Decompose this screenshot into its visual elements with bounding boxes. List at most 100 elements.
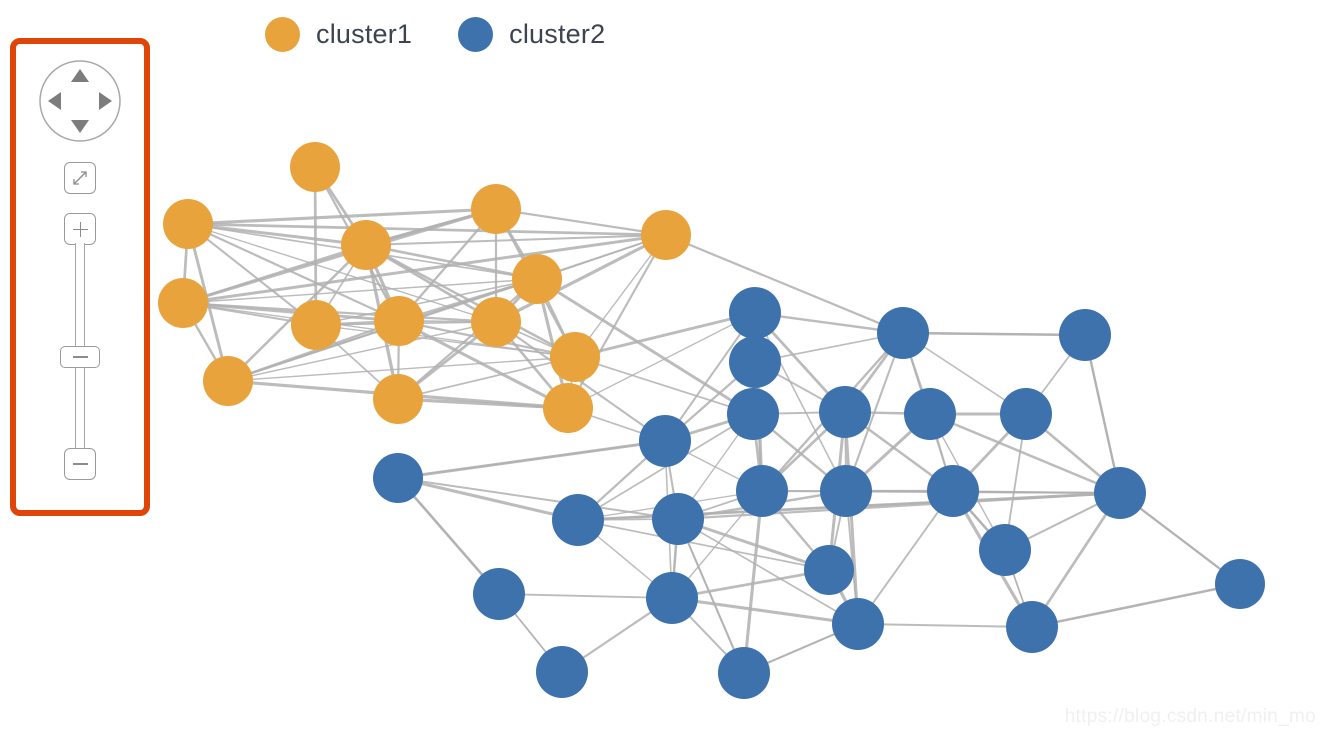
graph-node-cluster2[interactable] bbox=[1059, 309, 1111, 361]
graph-edge bbox=[567, 312, 756, 409]
expand-diagonal-icon bbox=[73, 171, 87, 185]
graph-edge bbox=[1083, 333, 1122, 495]
plus-icon bbox=[72, 221, 88, 237]
graph-node-cluster2[interactable] bbox=[718, 647, 770, 699]
graph-edge bbox=[742, 489, 764, 675]
graph-node-cluster2[interactable] bbox=[804, 545, 854, 595]
graph-node-cluster2[interactable] bbox=[1215, 559, 1265, 609]
graph-node-cluster2[interactable] bbox=[646, 572, 698, 624]
graph-node-cluster2[interactable] bbox=[820, 465, 872, 517]
zoom-out-button[interactable] bbox=[64, 448, 96, 480]
graph-edge bbox=[677, 518, 745, 674]
graph-node-cluster2[interactable] bbox=[1006, 601, 1058, 653]
graph-edge bbox=[396, 476, 580, 522]
graph-node-cluster2[interactable] bbox=[729, 287, 781, 339]
pan-right-icon[interactable] bbox=[99, 92, 112, 110]
circle-icon bbox=[265, 16, 300, 52]
graph-edge bbox=[498, 593, 673, 599]
graph-edge bbox=[663, 311, 757, 443]
graph-node-cluster2[interactable] bbox=[729, 336, 781, 388]
graph-edge bbox=[397, 356, 576, 400]
pan-dpad[interactable] bbox=[37, 58, 123, 144]
graph-edge bbox=[396, 277, 539, 401]
graph-edge bbox=[494, 233, 668, 324]
graph-node-cluster1[interactable] bbox=[341, 220, 391, 270]
graph-node-cluster1[interactable] bbox=[543, 383, 593, 433]
graph-node-cluster1[interactable] bbox=[512, 254, 562, 304]
pan-left-icon[interactable] bbox=[48, 92, 61, 110]
graph-edge bbox=[670, 568, 831, 600]
zoom-slider-handle[interactable] bbox=[60, 346, 100, 368]
pan-down-icon[interactable] bbox=[71, 120, 89, 133]
graph-edge bbox=[857, 623, 1033, 628]
navigation-control-panel[interactable] bbox=[10, 38, 150, 516]
graph-node-cluster2[interactable] bbox=[979, 524, 1031, 576]
watermark-text: https://blog.csdn.net/min_mo bbox=[1064, 706, 1316, 727]
graph-edge bbox=[494, 320, 667, 443]
graph-node-cluster2[interactable] bbox=[373, 453, 423, 503]
graph-edge bbox=[1030, 491, 1122, 629]
circle-icon bbox=[458, 16, 494, 52]
graph-edge bbox=[186, 222, 368, 247]
graph-node-cluster2[interactable] bbox=[1000, 388, 1052, 440]
graph-node-cluster2[interactable] bbox=[652, 493, 704, 545]
graph-node-cluster2[interactable] bbox=[552, 494, 604, 546]
graph-edge bbox=[181, 233, 668, 305]
pan-up-icon[interactable] bbox=[71, 69, 89, 82]
graph-edge bbox=[182, 278, 538, 304]
graph-edge bbox=[574, 356, 754, 415]
graph-edge bbox=[315, 324, 576, 358]
graph-node-cluster1[interactable] bbox=[290, 142, 340, 192]
graph-edge bbox=[677, 518, 859, 625]
legend-label-cluster1: cluster1 bbox=[316, 18, 413, 49]
graph-edge bbox=[857, 490, 954, 625]
graph-edge bbox=[397, 319, 570, 410]
graph-edge bbox=[365, 234, 667, 246]
node-layer[interactable] bbox=[158, 142, 1265, 699]
graph-edge bbox=[573, 311, 757, 359]
graph-node-cluster1[interactable] bbox=[203, 356, 253, 406]
graph-node-cluster2[interactable] bbox=[927, 465, 979, 517]
graph-edge bbox=[535, 277, 755, 416]
graph-node-cluster2[interactable] bbox=[473, 568, 525, 620]
graph-node-cluster2[interactable] bbox=[819, 386, 871, 438]
graph-node-cluster2[interactable] bbox=[877, 307, 929, 359]
zoom-in-button[interactable] bbox=[64, 213, 96, 245]
pan-dpad-ring bbox=[39, 60, 121, 142]
graph-edge bbox=[313, 165, 318, 327]
graph-node-cluster2[interactable] bbox=[1094, 467, 1146, 519]
graph-node-cluster1[interactable] bbox=[641, 210, 691, 260]
graph-node-cluster2[interactable] bbox=[536, 646, 588, 698]
graph-node-cluster1[interactable] bbox=[374, 296, 424, 346]
graph-edge bbox=[396, 397, 570, 410]
graph-edge bbox=[1031, 583, 1241, 628]
fit-to-screen-button[interactable] bbox=[64, 162, 96, 194]
graph-node-cluster1[interactable] bbox=[163, 199, 213, 249]
graph-node-cluster2[interactable] bbox=[639, 415, 691, 467]
graph-edge bbox=[315, 278, 538, 326]
graph-edge bbox=[664, 233, 905, 335]
legend-item-cluster1[interactable]: cluster1 bbox=[265, 16, 413, 52]
graph-edge bbox=[364, 243, 577, 359]
graph-node-cluster1[interactable] bbox=[158, 278, 208, 328]
graph-node-cluster1[interactable] bbox=[471, 184, 521, 234]
graph-edge bbox=[397, 477, 679, 520]
graph-node-cluster1[interactable] bbox=[550, 332, 600, 382]
graph-edge bbox=[186, 222, 230, 383]
graph-edge bbox=[577, 519, 830, 571]
cluster-legend: cluster1 cluster2 bbox=[265, 10, 605, 58]
graph-edge bbox=[227, 356, 576, 382]
graph-edge bbox=[187, 223, 497, 323]
graph-node-cluster2[interactable] bbox=[904, 388, 956, 440]
graph-node-cluster1[interactable] bbox=[373, 374, 423, 424]
graph-node-cluster2[interactable] bbox=[832, 598, 884, 650]
graph-edge bbox=[186, 222, 318, 327]
graph-node-cluster1[interactable] bbox=[471, 297, 521, 347]
legend-item-cluster2[interactable]: cluster2 bbox=[458, 16, 605, 52]
graph-node-cluster2[interactable] bbox=[736, 465, 788, 517]
graph-node-cluster2[interactable] bbox=[727, 388, 779, 440]
graph-node-cluster1[interactable] bbox=[291, 300, 341, 350]
graph-edge bbox=[928, 412, 1122, 495]
